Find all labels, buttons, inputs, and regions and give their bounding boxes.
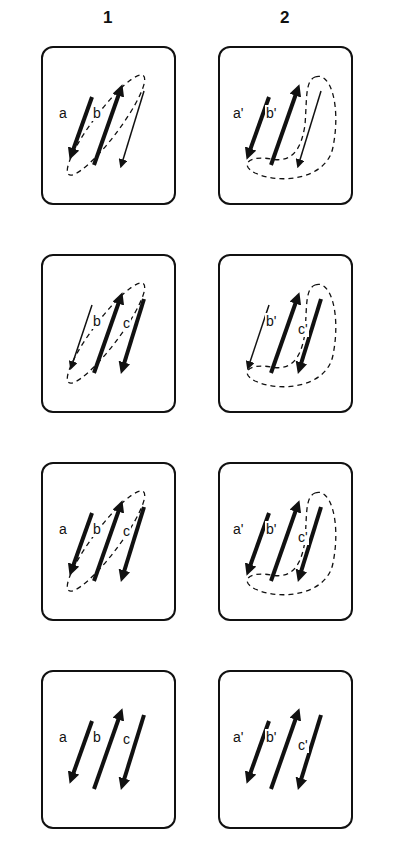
panel (42, 671, 175, 828)
panel (42, 47, 175, 204)
strand-label: b (92, 521, 102, 537)
panel (42, 463, 175, 620)
strand-label: b' (265, 521, 277, 537)
panel (219, 255, 352, 412)
panel (219, 47, 352, 204)
strand-label: b' (265, 729, 277, 745)
panel (42, 255, 175, 412)
strand-label: a' (232, 521, 244, 537)
strand-label: c (122, 731, 131, 747)
strand-label: c' (297, 321, 309, 337)
column-number: 2 (277, 8, 292, 28)
strand-label: a' (232, 729, 244, 745)
strand-label: b (92, 105, 102, 121)
strand-label: b (92, 729, 102, 745)
strand-label: c (122, 315, 131, 331)
strand-label: c (122, 523, 131, 539)
strand-label: b' (265, 105, 277, 121)
strand-label: b (92, 313, 102, 329)
strand-label: c' (297, 737, 309, 753)
column-number: 1 (100, 8, 115, 28)
panel (219, 463, 352, 620)
strand-label: b' (265, 313, 277, 329)
strand-label: a (58, 105, 68, 121)
strand-label: c' (297, 529, 309, 545)
strand-label: a (58, 729, 68, 745)
strand-label: a (58, 521, 68, 537)
panel (219, 671, 352, 828)
strand-label: a' (232, 105, 244, 121)
